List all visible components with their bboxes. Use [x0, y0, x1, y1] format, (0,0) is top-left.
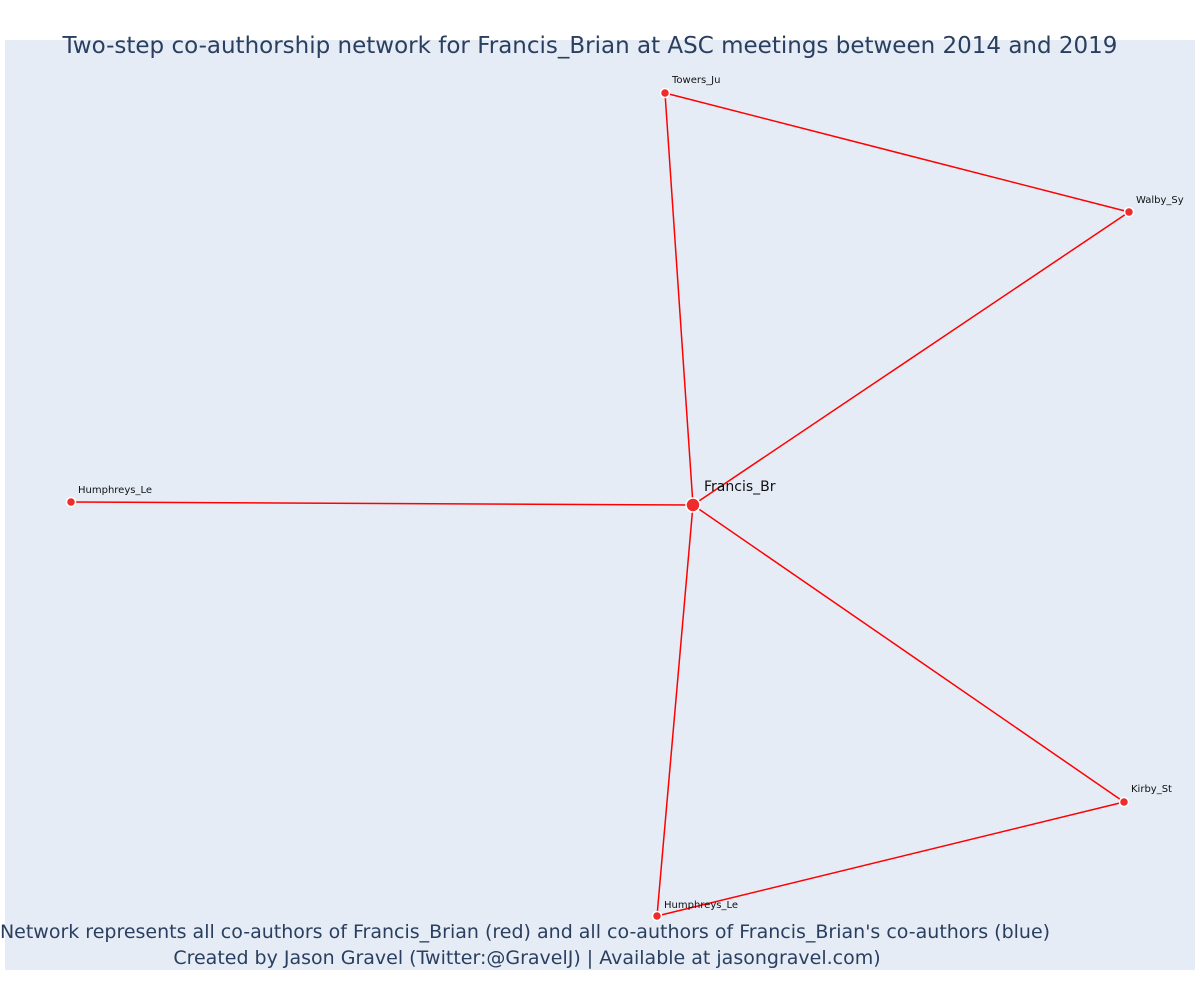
edge-francis-humphreys_left — [70, 501, 694, 506]
chart-title: Two-step co-authorship network for Franc… — [62, 33, 1118, 59]
edge-kirby-humphreys_bottom — [656, 801, 1125, 917]
edge-francis-walby — [692, 211, 1130, 506]
labels-layer: Francis_BrTowers_JuWalby_SyHumphreys_LeK… — [78, 75, 1184, 911]
node-label-walby: Walby_Sy — [1136, 195, 1184, 206]
node-kirby[interactable] — [1118, 796, 1130, 808]
edge-towers-walby — [664, 92, 1130, 213]
node-humphreys_left[interactable] — [65, 496, 77, 508]
node-label-humphreys_bottom: Humphreys_Le — [664, 900, 738, 911]
node-label-francis: Francis_Br — [704, 479, 776, 495]
caption-line-1: Network represents all co-authors of Fra… — [0, 921, 1050, 943]
node-towers[interactable] — [659, 87, 671, 99]
edges-layer — [70, 92, 1130, 917]
node-walby[interactable] — [1123, 206, 1135, 218]
caption-line-2: Created by Jason Gravel (Twitter:@Gravel… — [173, 947, 880, 969]
edge-francis-humphreys_bottom — [656, 504, 694, 917]
node-label-towers: Towers_Ju — [671, 75, 720, 86]
nodes-layer — [65, 87, 1135, 922]
node-humphreys_bottom[interactable] — [651, 910, 663, 922]
edge-francis-towers — [664, 92, 694, 506]
node-label-kirby: Kirby_St — [1131, 784, 1172, 795]
node-label-humphreys_left: Humphreys_Le — [78, 485, 152, 496]
edge-francis-kirby — [692, 504, 1125, 803]
node-francis[interactable] — [685, 497, 701, 513]
